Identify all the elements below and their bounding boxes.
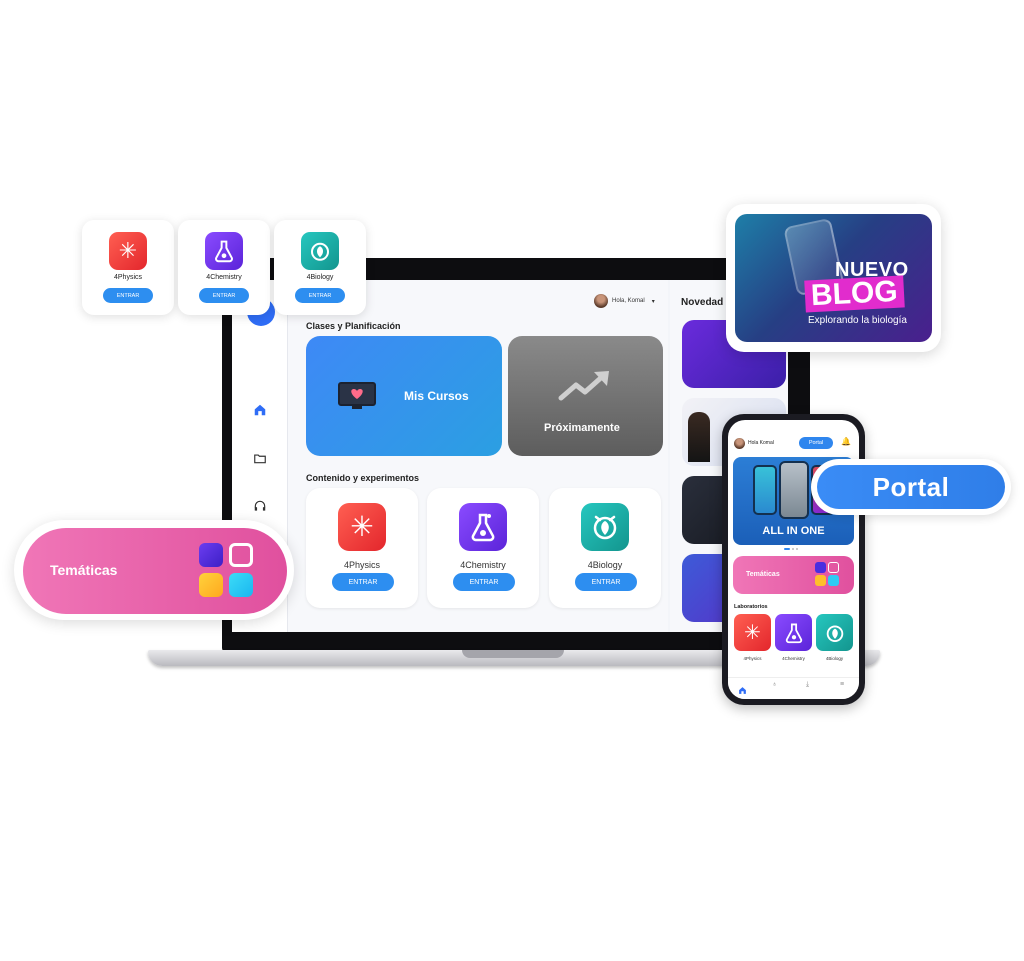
avatar — [594, 294, 608, 308]
bottom-nav: ♁ ⤓ ≡ — [728, 677, 859, 699]
lab-4chemistry-icon[interactable] — [775, 614, 812, 651]
mini-card-4chemistry: 4Chemistry ENTRAR — [178, 220, 270, 315]
physics-asterisk-icon: ✳ — [109, 232, 147, 270]
mis-cursos-label: Mis Cursos — [404, 389, 469, 403]
laptop-base — [148, 650, 880, 666]
blog-title: BLOG — [804, 275, 905, 313]
proximamente-label: Próximamente — [544, 422, 620, 434]
blog-subtitle: Explorando la biología — [808, 315, 907, 326]
laptop-notch — [462, 650, 564, 658]
blog-card[interactable]: NUEVO BLOG Explorando la biología — [735, 214, 932, 342]
bell-icon[interactable]: 🔔 — [841, 437, 851, 446]
mini-app-name: 4Biology — [306, 274, 334, 281]
headset-icon[interactable] — [250, 496, 270, 516]
app-name: 4Biology — [587, 560, 623, 570]
download-icon[interactable]: ⤓ — [806, 681, 810, 688]
phone-portal-button[interactable]: Portal — [799, 437, 833, 449]
phone-tematicas-button[interactable]: Temáticas — [733, 556, 854, 594]
clases-section-title: Clases y Planificación — [306, 321, 401, 331]
labs-title: Laboratorios — [734, 604, 768, 610]
user-menu[interactable]: Hola, Komal ▾ — [594, 294, 655, 308]
mini-app-name: 4Physics — [113, 274, 142, 281]
mini-enter-button-4physics[interactable]: ENTRAR — [103, 288, 153, 303]
carousel-dots — [784, 548, 798, 550]
chemistry-flask-icon — [459, 503, 507, 551]
mini-enter-button-4chemistry[interactable]: ENTRAR — [199, 288, 249, 303]
app-card-4biology: 4Biology ENTRAR — [549, 488, 661, 608]
banner-phone-image — [779, 461, 809, 519]
user-greeting: Hola, Komal — [612, 298, 645, 304]
speaker-photo — [688, 412, 710, 462]
chemistry-flask-icon — [205, 232, 243, 270]
phone-avatar — [734, 438, 745, 449]
banner-phone-image — [753, 465, 777, 515]
mini-card-4biology: 4Biology ENTRAR — [274, 220, 366, 315]
app-name: 4Physics — [343, 560, 380, 570]
mis-cursos-card[interactable]: Mis Cursos — [306, 336, 502, 456]
app-name: 4Chemistry — [460, 560, 506, 570]
laptop-screen: Hola, Komal ▾ Clases y Planificación Mis… — [232, 280, 788, 632]
portal-button[interactable]: Portal — [817, 465, 1005, 509]
biology-leaf-icon — [581, 503, 629, 551]
enter-button-4chemistry[interactable]: ENTRAR — [453, 573, 515, 591]
biology-leaf-icon — [301, 232, 339, 270]
trend-up-icon — [558, 368, 612, 405]
phone-tematicas-label: Temáticas — [746, 571, 780, 578]
lab-4biology-icon[interactable] — [816, 614, 853, 651]
rocket-icon[interactable]: ♁ — [772, 681, 778, 688]
lab-4physics-icon[interactable]: ✳ — [734, 614, 771, 651]
heart-monitor-icon — [338, 382, 376, 410]
lab-label: 4Chemistry — [782, 656, 805, 661]
folder-icon[interactable] — [250, 448, 270, 468]
contenido-section-title: Contenido y experimentos — [306, 473, 420, 483]
home-icon[interactable] — [250, 400, 270, 420]
phone-greeting: Hola Komal — [748, 440, 774, 446]
lab-label: 4Physics — [743, 656, 762, 661]
mini-card-4physics: ✳ 4Physics ENTRAR — [82, 220, 174, 315]
banner-text: ALL IN ONE — [762, 525, 825, 537]
main-content: Hola, Komal ▾ Clases y Planificación Mis… — [288, 280, 668, 632]
categories-grid-icon — [199, 543, 255, 599]
mini-app-name: 4Chemistry — [206, 274, 242, 281]
menu-icon[interactable]: ≡ — [840, 681, 845, 688]
tematicas-button[interactable] — [23, 528, 287, 614]
lab-label: 4Biology — [825, 656, 844, 661]
chevron-down-icon: ▾ — [651, 298, 655, 305]
categories-grid-icon — [815, 562, 840, 587]
physics-asterisk-icon: ✳ — [338, 503, 386, 551]
app-card-4physics: ✳ 4Physics ENTRAR — [306, 488, 418, 608]
enter-button-4physics[interactable]: ENTRAR — [332, 573, 394, 591]
proximamente-card[interactable]: Próximamente — [508, 336, 663, 456]
app-card-4chemistry: 4Chemistry ENTRAR — [427, 488, 539, 608]
enter-button-4biology[interactable]: ENTRAR — [575, 573, 637, 591]
mini-enter-button-4biology[interactable]: ENTRAR — [295, 288, 345, 303]
tematicas-label: Temáticas — [50, 562, 118, 578]
home-icon[interactable] — [738, 682, 748, 694]
novedades-title: Novedad — [681, 297, 724, 308]
